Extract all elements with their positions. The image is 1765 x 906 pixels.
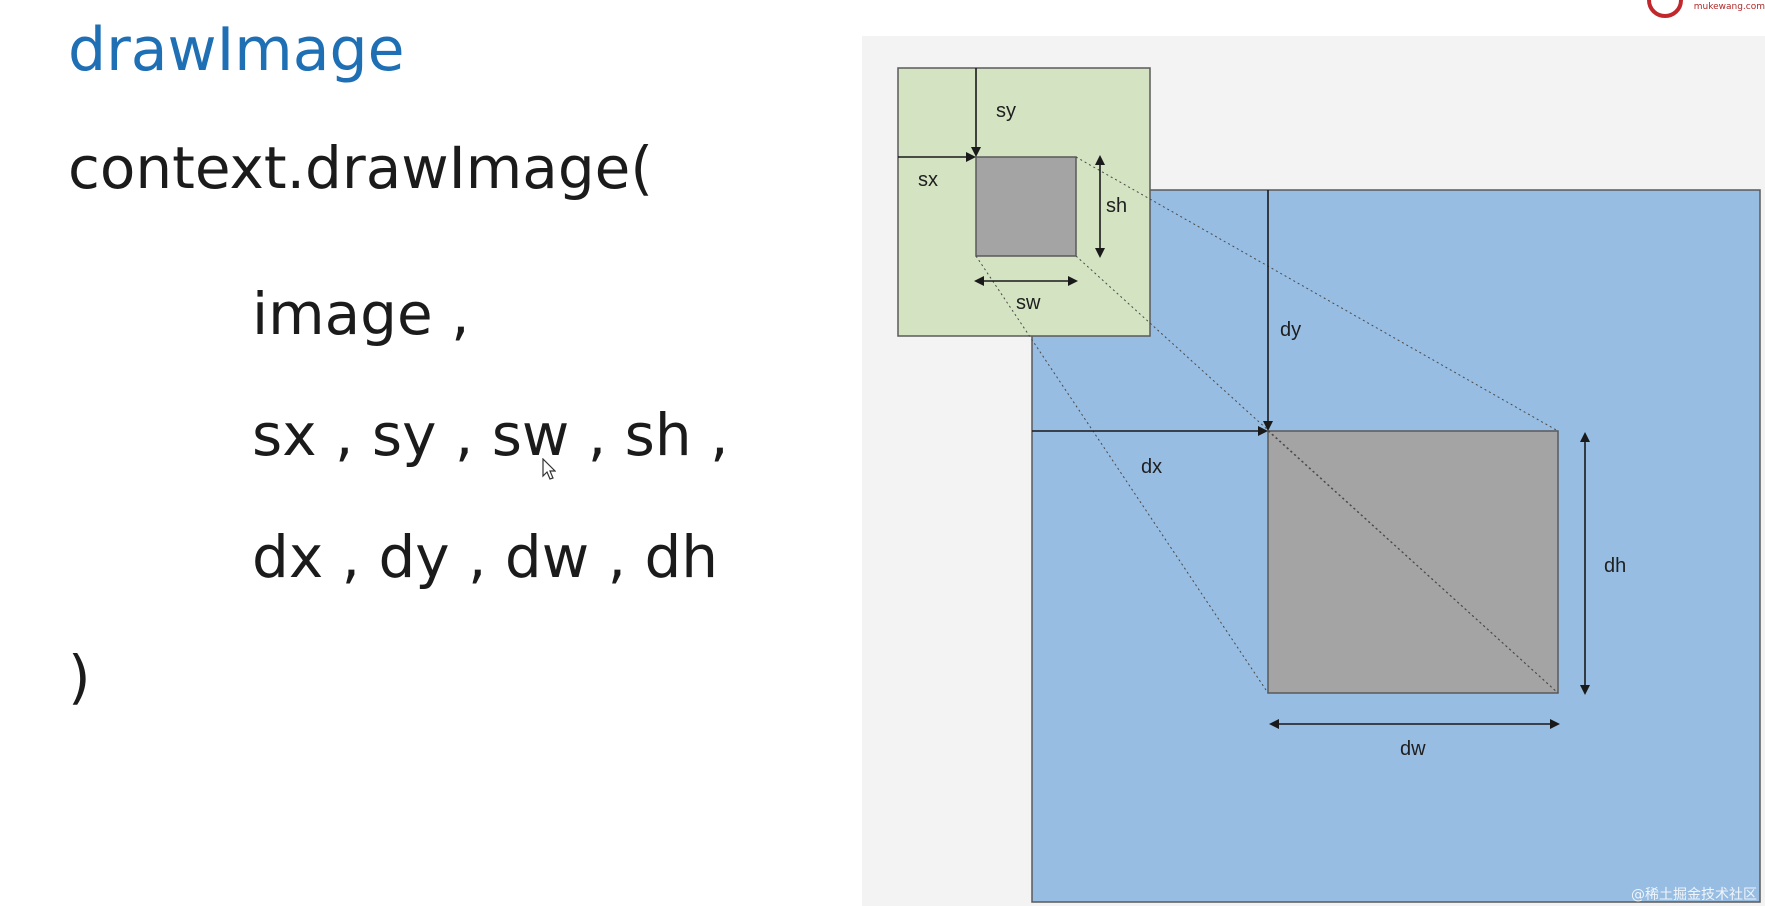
projection-lines xyxy=(975,156,1559,694)
mouse-cursor-icon xyxy=(542,458,556,480)
code-line-image-arg: image , xyxy=(252,280,470,348)
code-line-dest-args: dx , dy , dw , dh xyxy=(252,523,719,591)
code-line-source-args: sx , sy , sw , sh , xyxy=(252,401,729,469)
brand-logo-text: mukewang.com xyxy=(1693,2,1765,12)
label-sy: sy xyxy=(996,100,1016,122)
slide-title: drawImage xyxy=(68,15,405,85)
draw-image-diagram: sy sx sh sw dy dx dh dw xyxy=(862,36,1765,906)
code-line-close: ) xyxy=(68,643,91,711)
label-dw: dw xyxy=(1400,738,1426,760)
source-image-rect xyxy=(975,156,1077,257)
code-line-call: context.drawImage( xyxy=(68,134,653,202)
label-sw: sw xyxy=(1016,292,1041,314)
label-sh: sh xyxy=(1106,195,1127,217)
label-dh: dh xyxy=(1604,555,1626,577)
brand-logo: mukewang.com xyxy=(1645,0,1765,18)
watermark: @稀土掘金技术社区 xyxy=(1631,887,1757,903)
label-sx: sx xyxy=(918,169,938,191)
label-dy: dy xyxy=(1280,319,1301,341)
brand-logo-icon xyxy=(1647,0,1683,18)
label-dx: dx xyxy=(1141,456,1162,478)
